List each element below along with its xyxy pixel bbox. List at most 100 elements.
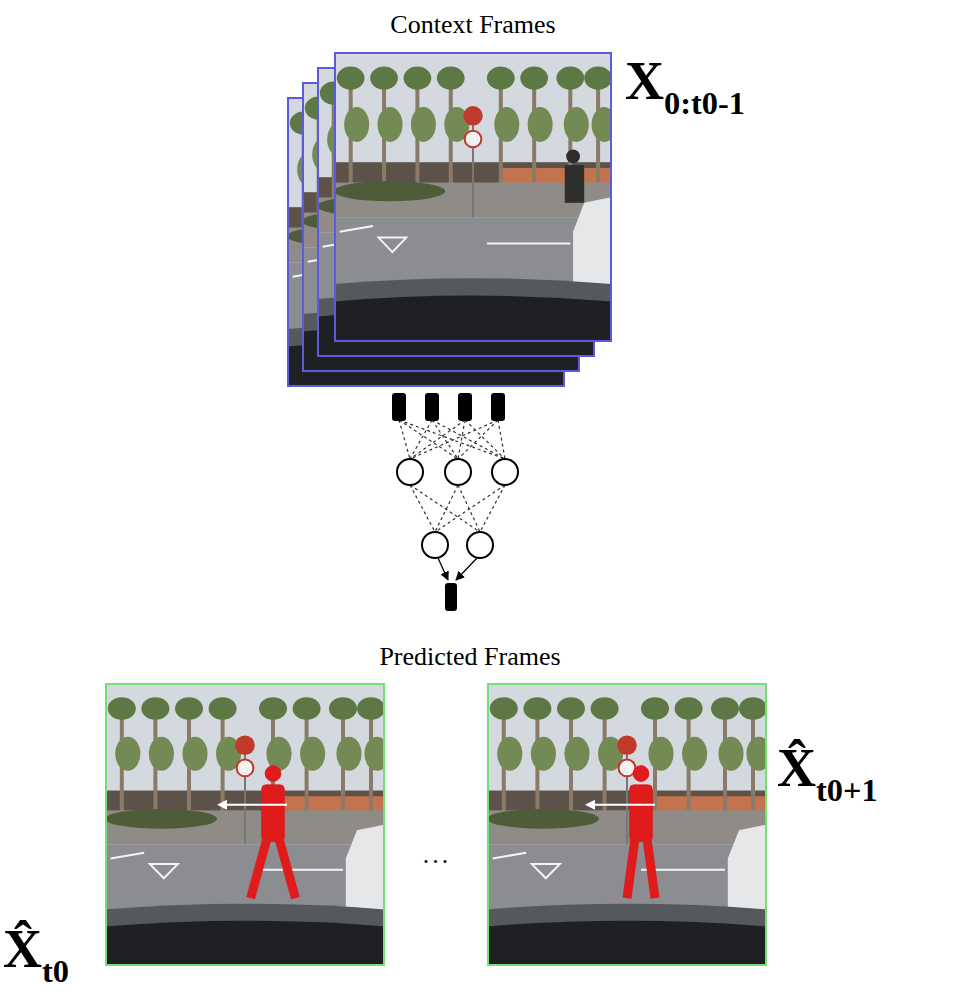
group-heading: Predicted Frames xyxy=(320,644,620,670)
palm-tree xyxy=(209,697,242,819)
parked-car xyxy=(346,825,385,916)
dashboard xyxy=(334,296,612,342)
motion-arrowhead xyxy=(585,800,595,810)
tree-part xyxy=(718,737,743,771)
tree-part xyxy=(337,67,365,90)
tree-part xyxy=(115,737,140,771)
stop-sign xyxy=(235,735,255,755)
palm-tree xyxy=(370,67,402,192)
road-line xyxy=(340,226,373,232)
road-triangle xyxy=(532,864,560,878)
segmented-pedestrian xyxy=(251,766,296,898)
math-symbol: X̂ xyxy=(3,919,42,979)
palm-trees xyxy=(108,697,385,819)
road xyxy=(487,844,767,966)
tree-part xyxy=(682,737,707,771)
tree-part xyxy=(675,697,703,720)
math-subscript: 0:t0-1 xyxy=(664,85,745,121)
tree-part xyxy=(329,697,357,720)
road xyxy=(334,217,612,342)
tree-part xyxy=(523,697,551,720)
palm-tree xyxy=(293,697,326,819)
pedestrian-part xyxy=(565,165,584,203)
tree-part xyxy=(182,737,207,771)
pedestrian-part xyxy=(627,839,635,898)
tree-part xyxy=(494,107,519,142)
palm-tree xyxy=(739,697,767,819)
tree-part xyxy=(746,737,767,771)
stop-sign xyxy=(463,106,482,125)
tree-part xyxy=(149,737,174,771)
frame-symbol: X0:t0-1 xyxy=(625,54,745,108)
tree-part xyxy=(557,697,585,720)
tree-part xyxy=(293,697,321,720)
tree-part xyxy=(711,697,739,720)
palm-trees xyxy=(490,697,767,819)
palm-tree xyxy=(337,67,369,192)
motion-arrow xyxy=(593,804,655,806)
palm-tree xyxy=(711,697,744,819)
pedestrian-part xyxy=(251,839,267,898)
tree-part xyxy=(411,107,436,142)
road-triangle xyxy=(378,238,406,253)
tree-part xyxy=(364,737,385,771)
output-arrows xyxy=(438,558,477,580)
tree-part xyxy=(357,697,385,720)
video-frame xyxy=(334,52,612,342)
turn-sign xyxy=(237,760,254,777)
pedestrian-part xyxy=(630,785,652,842)
palm-tree xyxy=(404,67,436,192)
tree-part xyxy=(490,697,518,720)
pedestrian-part xyxy=(647,839,655,898)
tree-part xyxy=(648,737,673,771)
road-line xyxy=(487,242,570,244)
pedestrian-part xyxy=(262,785,284,842)
palm-tree xyxy=(487,67,519,192)
input-units xyxy=(392,393,505,421)
tree-part xyxy=(528,107,553,142)
tree-part xyxy=(591,697,619,720)
frame-symbol: X̂t0+1 xyxy=(777,741,878,795)
tree-part xyxy=(531,737,556,771)
dashboard-top xyxy=(487,904,767,966)
palm-tree xyxy=(357,697,385,819)
dashboard xyxy=(487,921,767,966)
frame-node: Context FramesX0:t0-1 xyxy=(287,52,612,387)
dashboard xyxy=(105,921,385,966)
parked-car xyxy=(573,197,612,290)
tree-part xyxy=(437,67,465,90)
dashboard-top xyxy=(334,278,612,342)
hedge xyxy=(334,181,445,201)
palm-tree xyxy=(591,697,624,819)
math-subscript: t0+1 xyxy=(816,772,878,808)
hidden-neurons xyxy=(397,459,518,558)
palm-tree xyxy=(675,697,708,819)
road-triangle xyxy=(150,864,178,878)
tree-part xyxy=(739,697,767,720)
tree-part xyxy=(520,67,548,90)
tree-part xyxy=(378,107,403,142)
hedge xyxy=(487,809,599,829)
segmented-pedestrian xyxy=(627,766,655,898)
pedestrian xyxy=(565,149,584,202)
pedestrian-part xyxy=(633,766,649,782)
frame-border xyxy=(106,684,384,965)
palm-tree xyxy=(108,697,141,819)
palm-tree xyxy=(523,697,556,819)
tree-part xyxy=(564,737,589,771)
road-line xyxy=(259,869,343,871)
palm-tree xyxy=(437,67,469,192)
sky xyxy=(487,683,767,966)
frame-border xyxy=(335,53,611,341)
palm-tree xyxy=(141,697,174,819)
tree-part xyxy=(141,697,169,720)
tree-part xyxy=(175,697,203,720)
tree-part xyxy=(344,107,369,142)
tree-part xyxy=(556,67,584,90)
pedestrian-part xyxy=(265,766,281,782)
tree-part xyxy=(487,67,515,90)
video-frame xyxy=(487,683,767,966)
frame-symbol: X̂t0 xyxy=(3,922,69,976)
hedge xyxy=(105,809,217,829)
